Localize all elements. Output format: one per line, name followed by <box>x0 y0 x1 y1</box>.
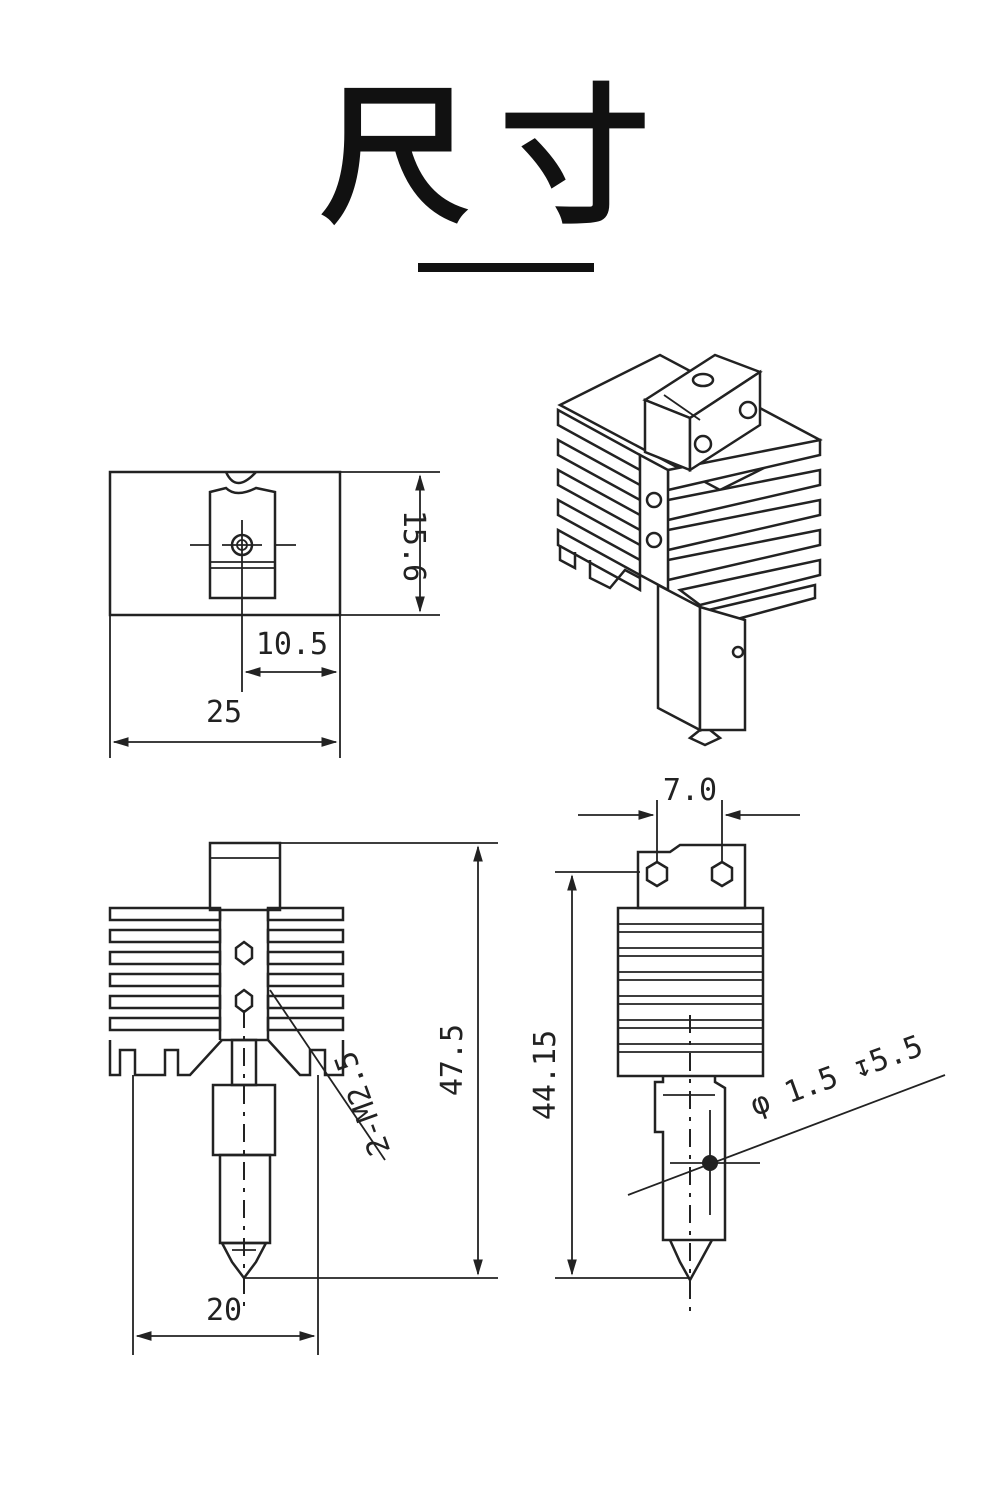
front-view: 2-M2.5 47.5 20 <box>108 841 498 1355</box>
dim-top-offset: 10.5 <box>256 627 328 662</box>
dim-top-width: 25 <box>206 695 242 730</box>
dim-front-height: 47.5 <box>435 1024 470 1096</box>
side-view: φ 1.5 ↧5.5 7.0 44.15 <box>528 773 946 1318</box>
dim-side-height: 44.15 <box>528 1030 563 1120</box>
dim-top-height: 15.6 <box>396 510 431 582</box>
isometric-view <box>556 353 823 747</box>
page-title: 尺寸 <box>319 71 680 245</box>
dim-side-hole: φ 1.5 ↧5.5 <box>746 1029 928 1124</box>
dim-front-width: 20 <box>206 1293 242 1328</box>
title-underline <box>418 263 594 272</box>
dim-front-thread: 2-M2.5 <box>328 1046 398 1160</box>
dim-side-hole-spacing: 7.0 <box>663 773 717 808</box>
top-view: 15.6 10.5 25 <box>108 470 440 758</box>
